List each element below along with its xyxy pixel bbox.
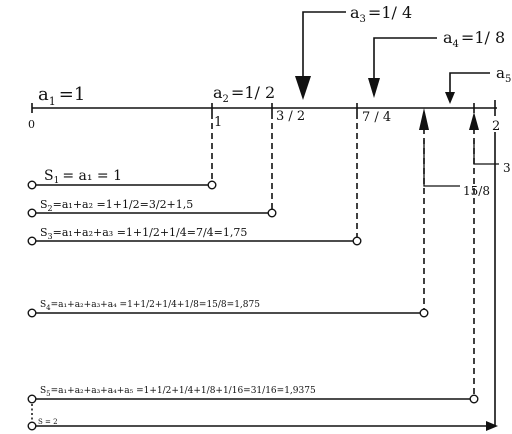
sum-s3: S3=a₁+a₂+a₃ =1+1/2+1/4=7/4=1,75 xyxy=(27,226,362,246)
axis-label-3-2: 3 / 2 xyxy=(276,109,305,124)
axis-label-7-4: 7 / 4 xyxy=(362,110,391,125)
term-a5-label: a5 xyxy=(496,64,511,85)
term-a4-label: a4=1/ 8 xyxy=(443,28,505,50)
sum-infinite: S = 2 xyxy=(27,404,498,431)
arrow-a4 xyxy=(368,37,437,98)
term-a3-label: a3=1/ 4 xyxy=(350,3,412,25)
term-a2-label: a2=1/ 2 xyxy=(213,83,275,105)
arrow-a3 xyxy=(295,11,346,100)
sum-s2: S2=a₁+a₂ =1+1/2=3/2+1,5 xyxy=(27,198,277,218)
sum-s5: S5=a₁+a₂+a₃+a₄+a₅ =1+1/2+1/4+1/8+1/16=31… xyxy=(27,386,479,404)
number-line xyxy=(31,100,497,116)
svg-text:S3=a₁+a₂+a₃ =1+1/2+1/4=7/4=1,7: S3=a₁+a₂+a₃ =1+1/2+1/4=7/4=1,75 xyxy=(40,226,247,241)
sum-s4: S4=a₁+a₂+a₃+a₄ =1+1/2+1/4+1/8=15/8=1,875 xyxy=(27,300,429,318)
sum-s1: S1= a₁ = 1 xyxy=(27,168,217,190)
svg-text:S1= a₁ = 1: S1= a₁ = 1 xyxy=(44,168,122,186)
svg-text:S4=a₁+a₂+a₃+a₄ =1+1/2+1/4+1/8=: S4=a₁+a₂+a₃+a₄ =1+1/2+1/4+1/8=15/8=1,875 xyxy=(40,300,260,312)
svg-text:S = 2: S = 2 xyxy=(38,418,58,426)
svg-text:S2=a₁+a₂ =1+1/2=3/2+1,5: S2=a₁+a₂ =1+1/2=3/2+1,5 xyxy=(40,198,193,213)
axis-label-15-8: 15/8 xyxy=(463,184,490,198)
axis-label-1: 1 xyxy=(214,115,222,130)
term-a1-label: a1=1 xyxy=(38,84,85,108)
arrow-31-16 xyxy=(469,112,499,165)
axis-label-2: 2 xyxy=(492,119,500,134)
axis-label-0: 0 xyxy=(28,118,35,131)
axis-label-3: 3 xyxy=(503,161,511,175)
arrow-15-8 xyxy=(419,108,460,187)
svg-text:S5=a₁+a₂+a₃+a₄+a₅ =1+1/2+1/4+1: S5=a₁+a₂+a₃+a₄+a₅ =1+1/2+1/4+1/8+1/16=31… xyxy=(40,386,316,398)
arrow-a5 xyxy=(445,72,490,104)
